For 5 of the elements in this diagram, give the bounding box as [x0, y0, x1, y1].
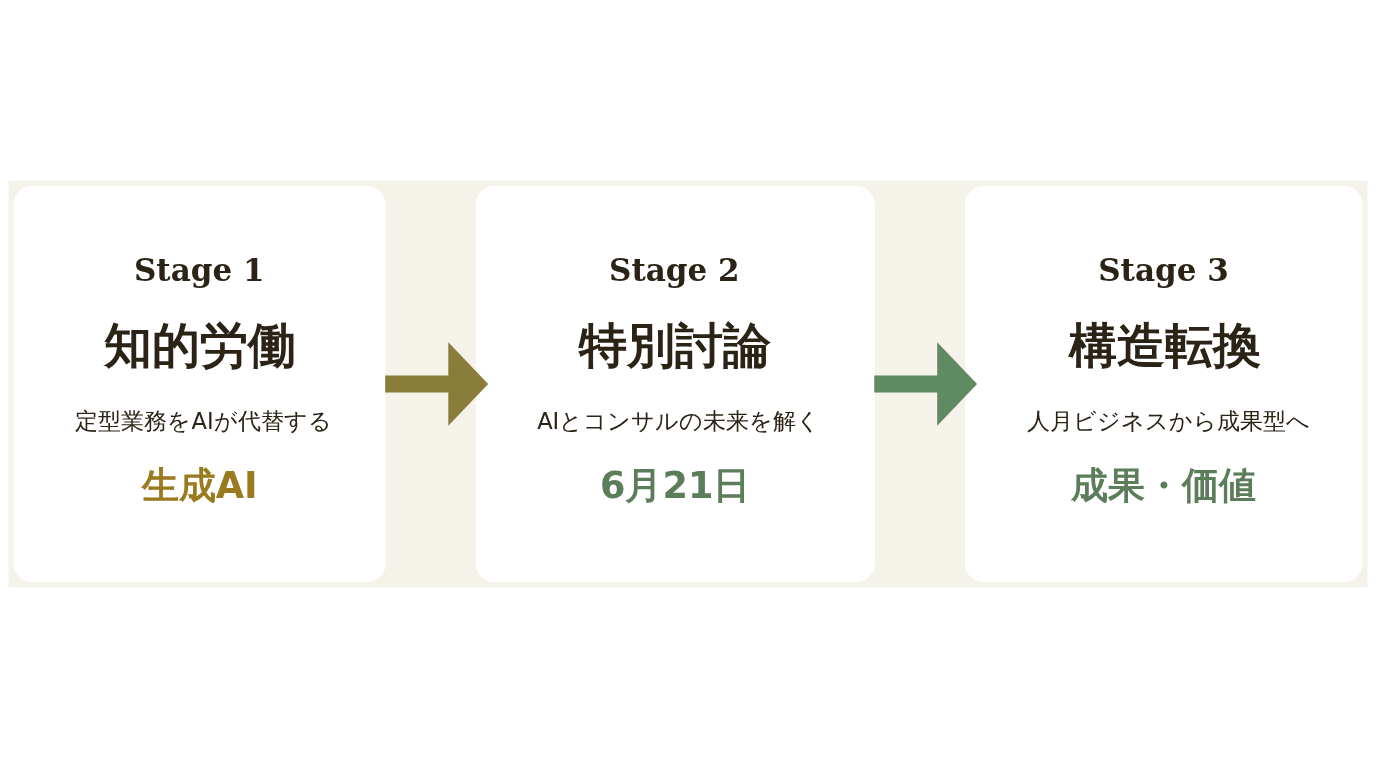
node-box: Stage 1 知的労働 定型業務をAIが代替する 生成AI [13, 185, 386, 583]
node-box: Stage 2 特別討論 AIとコンサルの未来を解く 6月21日 [475, 185, 875, 583]
arrow [874, 342, 978, 426]
arrow [385, 342, 489, 426]
node-box: Stage 3 構造転換 人月ビジネスから成果型へ 成果・価値 [965, 185, 1363, 583]
